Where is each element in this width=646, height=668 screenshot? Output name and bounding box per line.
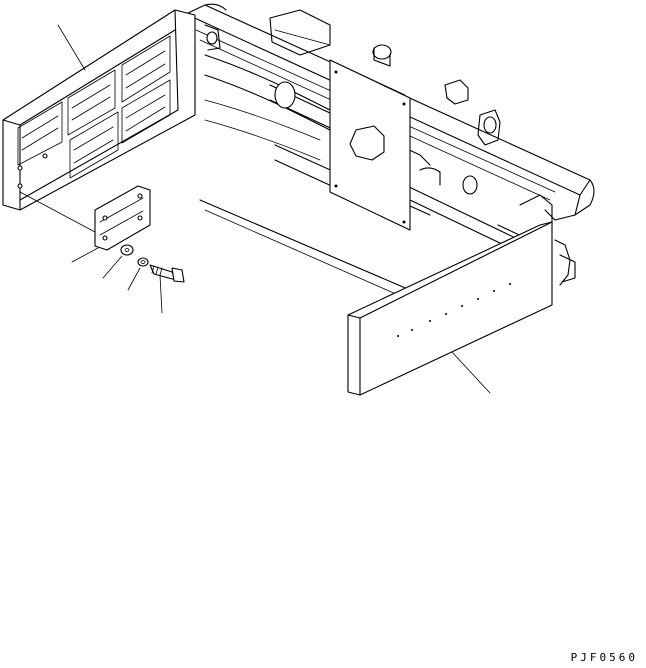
leader-line <box>452 352 490 393</box>
leader-line <box>128 268 140 290</box>
right-arm-pad <box>348 222 552 395</box>
lock-washer <box>128 258 148 290</box>
pad-slots <box>18 36 170 178</box>
leader-line <box>58 25 85 70</box>
bolt <box>150 265 184 313</box>
pad-plate <box>20 186 150 262</box>
washer <box>103 245 133 278</box>
leader-line <box>160 275 162 313</box>
drawing-code: PJF0560 <box>570 651 638 664</box>
carriage-frame <box>186 4 594 298</box>
leader-line <box>103 256 122 278</box>
leader-line <box>72 248 98 262</box>
left-arm-pad <box>3 10 195 210</box>
leader-line <box>20 192 95 232</box>
